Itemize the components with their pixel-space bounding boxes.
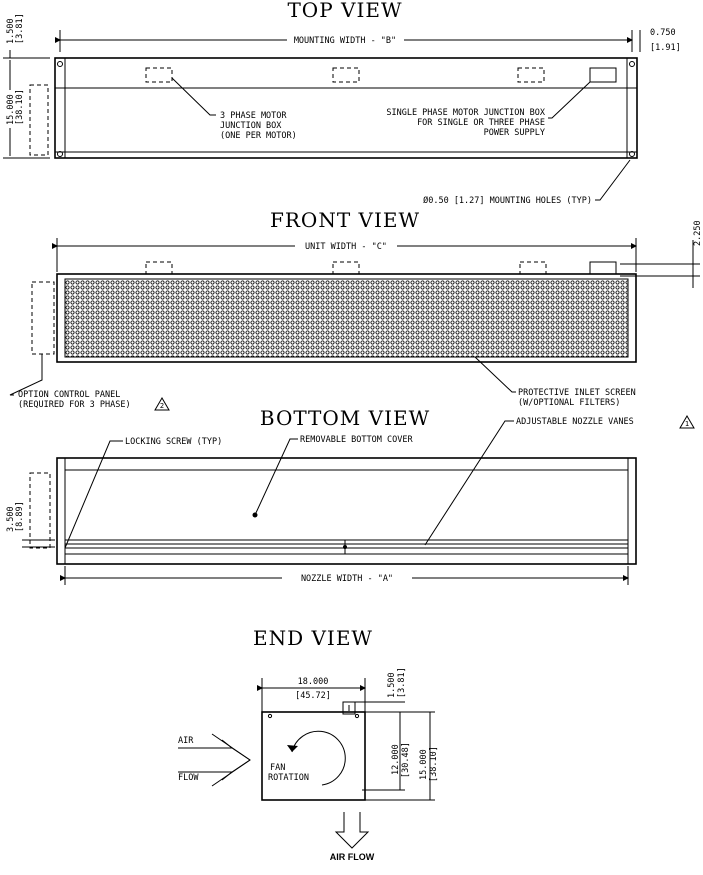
top-dim-top-in: 1.500 [6,18,16,44]
control-panel-label-2: (REQUIRED FOR 3 PHASE) [18,400,131,410]
inlet-screen [64,278,629,358]
end-width-in: 18.000 [298,677,329,687]
rotation-label: ROTATION [268,773,309,783]
front-view-title: FRONT VIEW [270,208,420,232]
end-width-mm: [45.72] [295,691,331,701]
top-right-dim-mm: [1.91] [650,43,681,53]
end-inner-mm: [30.48] [401,742,411,778]
end-inner-in: 12.000 [391,744,401,775]
bottom-dim-mm: [8.89] [15,501,25,532]
motor-junction-box-1 [145,67,173,83]
top-dim-top-mm: [3.81] [15,13,25,44]
flow-label: FLOW [178,773,199,783]
front-view-body [56,273,637,363]
top-depth-mm: [38.10] [15,89,25,125]
bottom-view-title: BOTTOM VIEW [260,406,430,430]
inlet-screen-label-1: PROTECTIVE INLET SCREEN [518,388,636,398]
bottom-dim-in: 3.500 [6,506,16,532]
air-label: AIR [178,736,194,746]
unit-width-label: UNIT WIDTH - "C" [305,242,387,252]
motor-junction-box-3 [517,67,545,83]
single-phase-label-1: SINGLE PHASE MOTOR JUNCTION BOX [386,108,546,118]
end-outer-in: 15.000 [419,749,429,780]
motor-box-label-2: JUNCTION BOX [220,121,282,131]
motor-box-label-3: (ONE PER MOTOR) [220,131,297,141]
top-right-dim-in: 0.750 [650,28,676,38]
end-view-title: END VIEW [253,626,373,650]
single-phase-label-3: POWER SUPPLY [484,128,545,138]
mounting-width-label: MOUNTING WIDTH - "B" [294,36,396,46]
bottom-cover-label: REMOVABLE BOTTOM COVER [300,435,413,445]
air-flow-label: AIR FLOW [330,852,375,862]
nozzle-vanes-label: ADJUSTABLE NOZZLE VANES [516,417,634,427]
single-phase-label-2: FOR SINGLE OR THREE PHASE [417,118,545,128]
note-2-number: 2 [160,402,164,410]
fan-rotation-arc [291,730,346,786]
end-junction-box [342,701,356,715]
end-outer-mm: [38.10] [429,746,439,782]
motor-junction-box-2 [332,67,360,83]
nozzle-width-label: NOZZLE WIDTH - "A" [301,574,393,584]
mounting-holes-label: Ø0.50 [1.27] MOUNTING HOLES (TYP) [423,195,592,206]
top-view-title: TOP VIEW [287,0,402,22]
front-dim-right: 2.250 [693,220,703,246]
note-1-number: 1 [685,420,689,428]
note-2-triangle [154,397,170,411]
single-phase-box [589,67,617,83]
note-1-triangle [679,415,695,429]
motor-box-label-1: 3 PHASE MOTOR [220,111,287,121]
option-control-panel [31,281,55,355]
end-view-body [261,711,366,801]
end-top-mm: [3.81] [397,667,407,698]
fan-label: FAN [270,763,285,773]
air-flow-down-arrow [334,812,370,849]
top-view-body [54,57,638,159]
inlet-screen-label-2: (W/OPTIONAL FILTERS) [518,398,620,408]
locking-screw-label: LOCKING SCREW (TYP) [125,437,222,447]
control-panel-label-1: OPTION CONTROL PANEL [18,390,120,400]
top-depth-in: 15.000 [6,94,16,125]
end-top-in: 1.500 [387,672,397,698]
nozzle-vanes [64,539,629,555]
